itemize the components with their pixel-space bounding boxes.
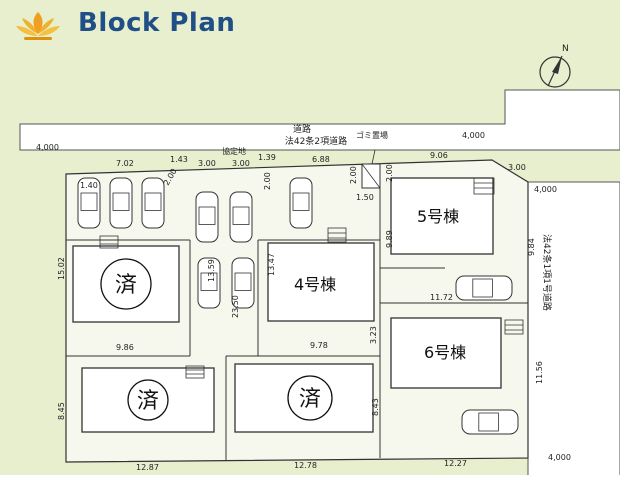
side-road-label: 法42条1項1号道路 [541, 234, 553, 311]
lot5-label: 5号棟 [417, 207, 459, 226]
bottom-road [0, 475, 620, 486]
svg-text:12.27: 12.27 [444, 459, 467, 468]
svg-text:6.88: 6.88 [312, 155, 330, 164]
road-label-2: 法42条2項道路 [285, 135, 347, 147]
svg-text:3.00: 3.00 [198, 159, 216, 168]
svg-text:1.39: 1.39 [258, 153, 276, 162]
svg-text:1.40: 1.40 [80, 181, 98, 190]
svg-text:13.59: 13.59 [207, 259, 216, 282]
car-icon [461, 409, 519, 435]
svg-text:11.72: 11.72 [430, 293, 453, 302]
steps [99, 177, 524, 379]
lot4-label: 4号棟 [294, 275, 336, 294]
car-icon [197, 257, 221, 309]
svg-text:12.87: 12.87 [136, 463, 159, 472]
house-lot6 [390, 317, 502, 389]
svg-text:9.84: 9.84 [527, 238, 536, 256]
svg-text:3.00: 3.00 [508, 163, 526, 172]
car-icon [77, 177, 101, 229]
svg-text:8.45: 8.45 [57, 402, 66, 420]
car-icon [141, 177, 165, 229]
svg-text:済: 済 [299, 387, 321, 412]
svg-text:2.00: 2.00 [263, 172, 272, 190]
svg-text:9.06: 9.06 [430, 151, 448, 160]
svg-text:2.00: 2.00 [349, 166, 358, 184]
svg-text:済: 済 [115, 273, 137, 298]
svg-text:1.50: 1.50 [356, 193, 374, 202]
svg-text:9.86: 9.86 [116, 343, 134, 352]
sold-mark-lot2: 済 [127, 379, 169, 421]
car-icon [231, 257, 255, 309]
lot6-label: 6号棟 [424, 343, 466, 362]
svg-text:3.23: 3.23 [369, 326, 378, 344]
svg-text:7.02: 7.02 [116, 159, 134, 168]
top-road [19, 89, 620, 151]
page-title: Block Plan [78, 8, 236, 38]
svg-text:2.00: 2.00 [385, 164, 394, 182]
parking-cars [77, 177, 519, 435]
lotus-logo-icon [16, 12, 60, 40]
road-width-left: 4,000 [36, 143, 59, 152]
svg-text:15.02: 15.02 [57, 257, 66, 280]
north-label: N [562, 44, 569, 54]
house-lot4 [267, 242, 375, 322]
svg-text:8.43: 8.43 [371, 398, 380, 416]
kyotei-label: 協定地 [222, 146, 246, 156]
svg-text:9.89: 9.89 [385, 230, 394, 248]
north-arrow-icon: N [539, 44, 571, 88]
road-label-1: 道路 [293, 123, 311, 135]
garbage-label: ゴミ置場 [356, 130, 388, 140]
car-icon [229, 191, 253, 243]
car-icon [109, 177, 133, 229]
car-icon [455, 275, 513, 301]
car-icon [289, 177, 313, 229]
svg-text:1.43: 1.43 [170, 155, 188, 164]
road-width-bottom: 4,000 [548, 453, 571, 462]
svg-text:12.78: 12.78 [294, 461, 317, 470]
sold-mark-lot3: 済 [287, 375, 333, 421]
svg-text:9.78: 9.78 [310, 341, 328, 350]
car-icon [195, 191, 219, 243]
svg-text:23.50: 23.50 [231, 295, 240, 318]
road-width-side: 4,000 [534, 185, 557, 194]
side-road [527, 181, 620, 486]
svg-text:13.47: 13.47 [267, 253, 276, 276]
road-width-right: 4,000 [462, 131, 485, 140]
house-lot5 [390, 177, 494, 255]
svg-text:済: 済 [137, 389, 159, 414]
svg-text:3.00: 3.00 [232, 159, 250, 168]
sold-mark-lot1: 済 [100, 258, 152, 310]
svg-text:11.56: 11.56 [535, 361, 544, 384]
